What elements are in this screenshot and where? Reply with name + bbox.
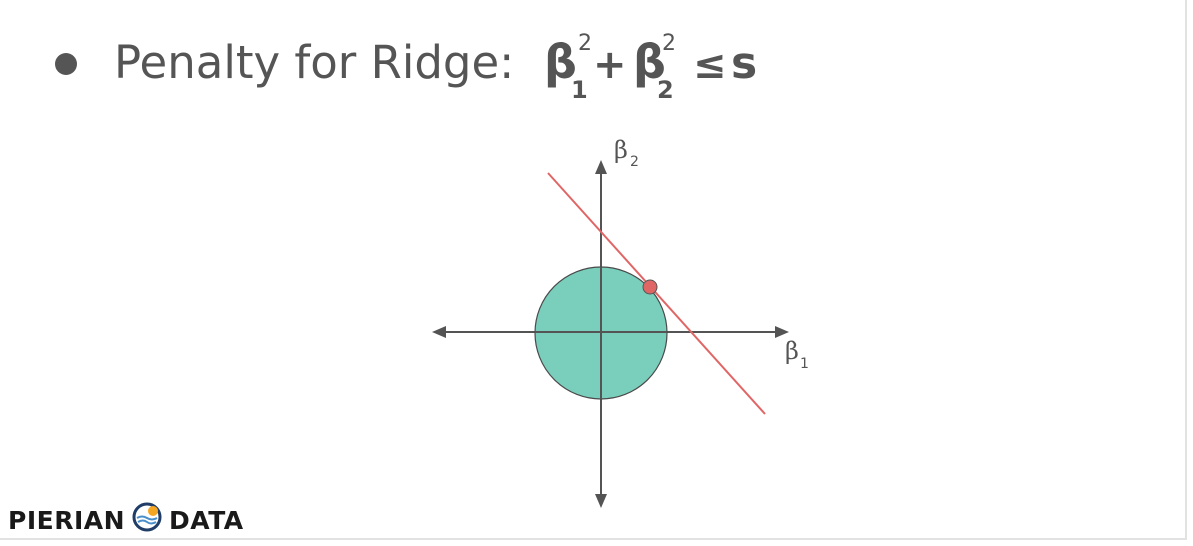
beta-1-axis-subscript: 1 bbox=[800, 356, 809, 372]
beta-2-axis-label: β bbox=[614, 136, 628, 164]
beta-2-subscript: 2 bbox=[657, 76, 674, 104]
tangent-point bbox=[642, 279, 658, 295]
x-axis-right-arrow bbox=[775, 326, 789, 338]
bullet-point bbox=[55, 53, 77, 75]
logo-text-pierian: PIERIAN bbox=[8, 505, 126, 535]
leq-sign: ≤ bbox=[693, 42, 727, 88]
bullet-label: Penalty for Ridge: bbox=[114, 36, 514, 89]
y-axis-top-arrow bbox=[595, 160, 607, 174]
pierian-data-logo-icon bbox=[132, 502, 162, 538]
beta-1-subscript: 1 bbox=[571, 76, 588, 104]
beta-2-symbol: β bbox=[633, 35, 666, 89]
y-axis-bottom-arrow bbox=[595, 494, 607, 508]
beta-1-symbol: β bbox=[544, 35, 577, 89]
beta-2-superscript: 2 bbox=[662, 31, 676, 56]
beta-1-axis-label: β bbox=[785, 337, 799, 365]
ridge-formula: β 1 2 + β 2 2 ≤ s bbox=[544, 31, 757, 104]
plus-sign: + bbox=[593, 42, 627, 88]
pierian-data-logo: PIERIAN DATA bbox=[8, 502, 244, 538]
x-axis-left-arrow bbox=[432, 326, 446, 338]
budget-s: s bbox=[731, 38, 757, 89]
logo-text-data: DATA bbox=[169, 505, 244, 535]
beta-2-axis-subscript: 2 bbox=[630, 154, 639, 170]
beta-1-superscript: 2 bbox=[578, 31, 592, 56]
loss-contour-line bbox=[547, 172, 766, 415]
